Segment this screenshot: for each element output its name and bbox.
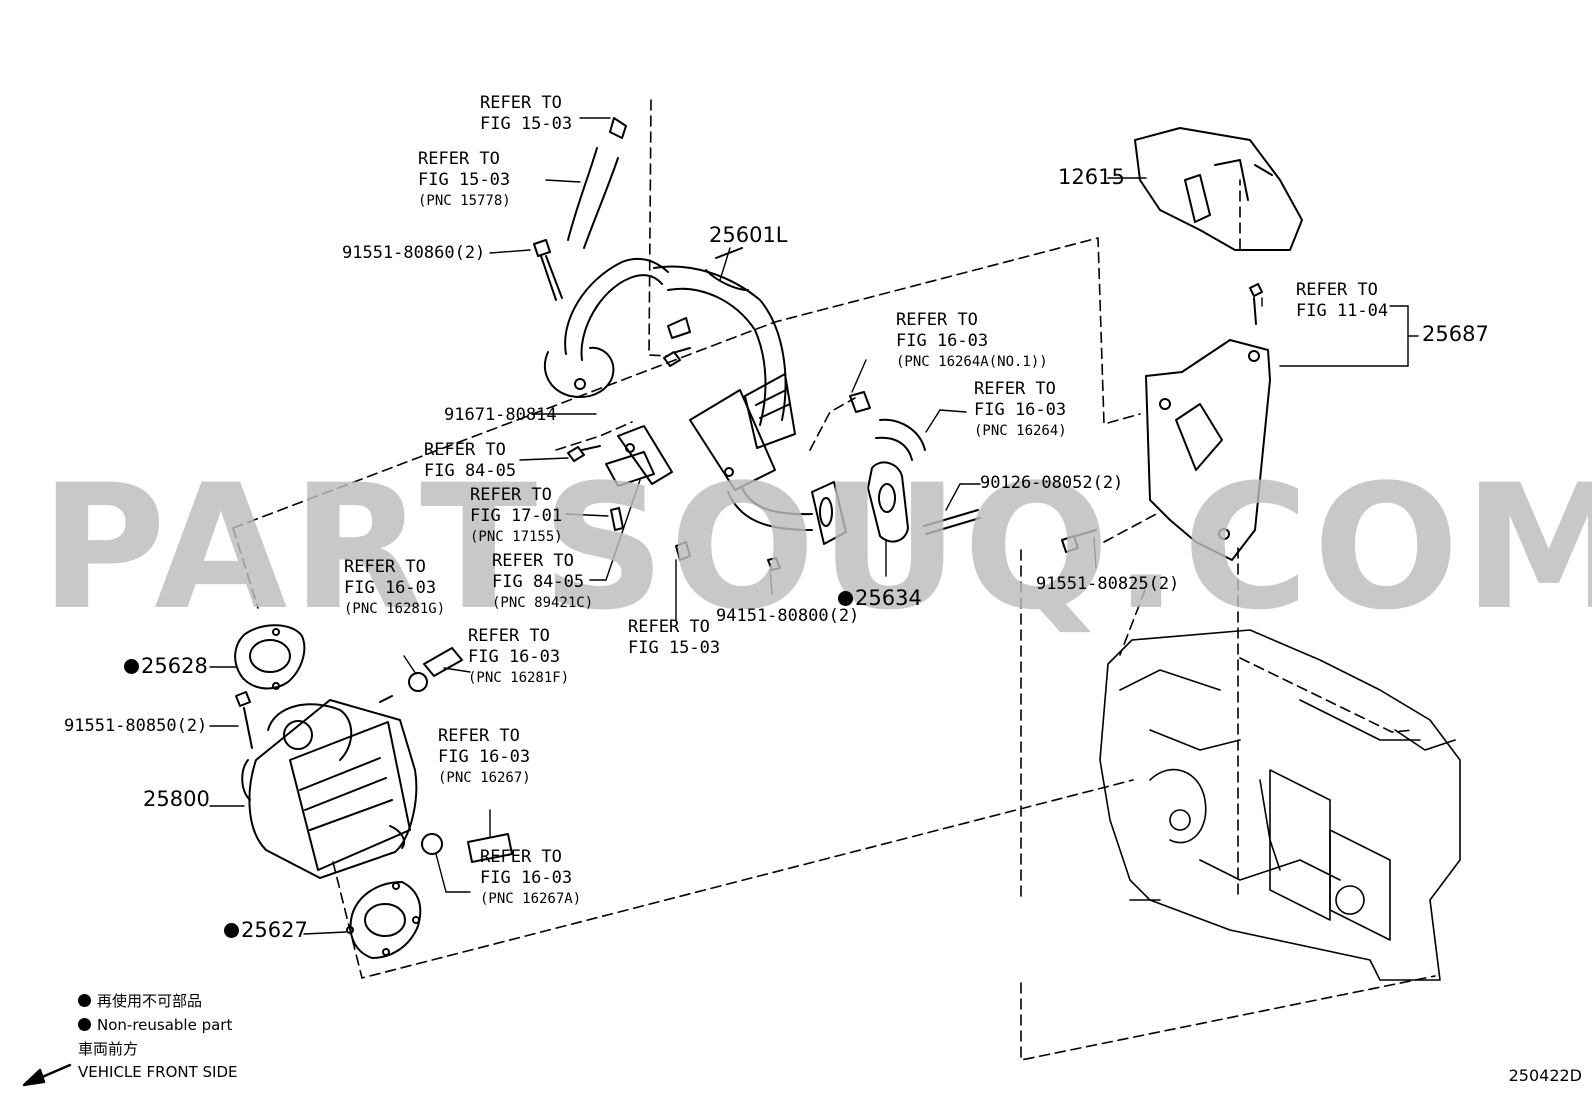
small-hoses [408,391,926,863]
egr-pipe [544,247,847,545]
nonreusable-dot-icon [224,923,239,938]
top-hose [567,117,627,249]
legend-nonreusable-en: Non-reusable part [78,1015,232,1035]
part-12615: 12615 [1058,165,1125,189]
bullet-dot-icon [78,994,91,1007]
legend-nonreusable-jp: 再使用不可部品 [78,991,202,1011]
part-91551-80850: 91551-80850(2) [64,716,208,736]
bolts [235,239,1263,749]
part-25687: 25687 [1422,322,1489,346]
gasket-25628 [234,624,306,690]
gasket-25627 [346,881,422,959]
legend-front-jp: 車両前方 [78,1040,139,1058]
gasket-25634 [867,461,909,543]
part-25627: 25627 [224,918,308,942]
watermark-text: PARTSOUQ.COM [40,447,1592,648]
front-arrow-icon [22,1063,72,1087]
legend-front-en: VEHICLE FRONT SIDE [78,1063,238,1081]
bracket-12615 [1134,127,1303,251]
nonreusable-dot-icon [838,591,853,606]
part-90126-08052: 90126-08052(2) [980,473,1124,493]
part-91671-80814: 91671-80814 [444,405,557,425]
part-25601L: 25601L [709,223,788,247]
nonreusable-dot-icon [124,659,139,674]
part-25800: 25800 [143,787,210,811]
leader-lines [209,117,1419,935]
part-25634: 25634 [838,586,922,610]
part-94151-80800: 94151-80800(2) [716,606,860,626]
part-91551-80860: 91551-80860(2) [342,243,486,263]
dashed-outline [232,99,1436,1061]
bracket-25687 [1145,339,1271,561]
egr-valve [241,695,418,879]
bullet-dot-icon [78,1018,91,1031]
part-25628: 25628 [124,654,208,678]
part-91551-80825: 91551-80825(2) [1036,574,1180,594]
figure-id: 250422D [1508,1066,1582,1085]
engine-block [1099,629,1461,981]
sensor-bracket [605,425,673,487]
